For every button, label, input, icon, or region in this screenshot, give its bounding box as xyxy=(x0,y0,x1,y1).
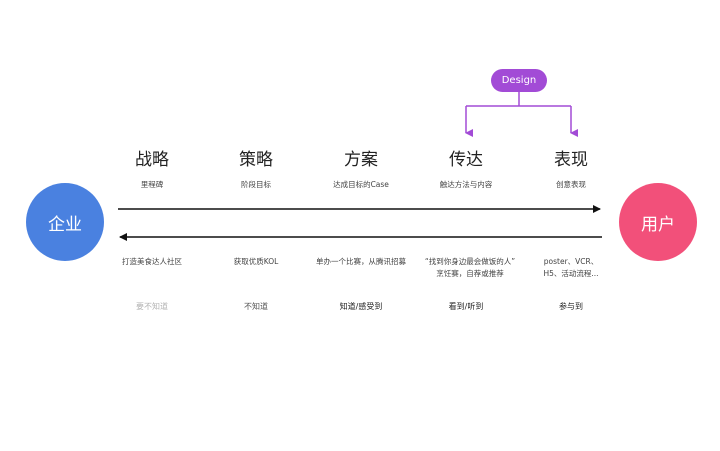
stage-detail-biaoxian: poster、VCR、 H5、活动流程... xyxy=(543,256,598,280)
stage-subtitle-zhanlue: 里程碑 xyxy=(140,180,164,189)
stage-title-biaoxian: 表现 xyxy=(554,150,588,170)
stage-detail-line: H5、活动流程... xyxy=(543,269,599,278)
stage-detail-chuanda: “找到你身边最会做饭的人” 烹饪赛，自荐或推荐 xyxy=(425,256,515,280)
stage-subtitle-fangan: 达成目标的Case xyxy=(333,180,389,189)
stage-subtitle-biaoxian: 创意表现 xyxy=(556,180,586,189)
stage-title-chuanda: 传达 xyxy=(449,150,483,170)
stage-status-biaoxian: 参与到 xyxy=(559,302,583,311)
user-node: 用户 xyxy=(619,183,697,261)
stage-detail-zhanlue: 打造美食达人社区 xyxy=(122,256,182,268)
stage-status-zhanlue: 要不知道 xyxy=(136,302,168,311)
stage-status-chuanda: 看到/听到 xyxy=(448,302,484,311)
stage-detail-line: 打造美食达人社区 xyxy=(122,257,182,266)
stage-status-celue: 不知道 xyxy=(244,302,268,311)
stage-title-celue: 策略 xyxy=(239,150,273,170)
enterprise-label: 企业 xyxy=(48,214,82,235)
enterprise-node: 企业 xyxy=(26,183,104,261)
stage-detail-line: 获取优质KOL xyxy=(233,257,279,266)
stage-subtitle-chuanda: 触达方法与内容 xyxy=(439,180,493,189)
stage-detail-line: poster、VCR、 xyxy=(543,257,599,266)
stage-subtitle-celue: 阶段目标 xyxy=(241,180,271,189)
design-pill: Design xyxy=(491,69,547,92)
stage-detail-line: 烹饪赛，自荐或推荐 xyxy=(436,269,504,278)
stage-detail-line: “找到你身边最会做饭的人” xyxy=(424,257,516,266)
stage-detail-fangan: 单办一个比赛，从腾讯招募 xyxy=(316,256,406,268)
stage-detail-line: 单办一个比赛，从腾讯招募 xyxy=(316,257,406,266)
stage-title-zhanlue: 战略 xyxy=(135,150,169,170)
stage-title-fangan: 方案 xyxy=(344,150,378,170)
stage-status-fangan: 知道/感受到 xyxy=(339,302,383,311)
stage-detail-celue: 获取优质KOL xyxy=(234,256,279,268)
user-label: 用户 xyxy=(641,214,675,235)
